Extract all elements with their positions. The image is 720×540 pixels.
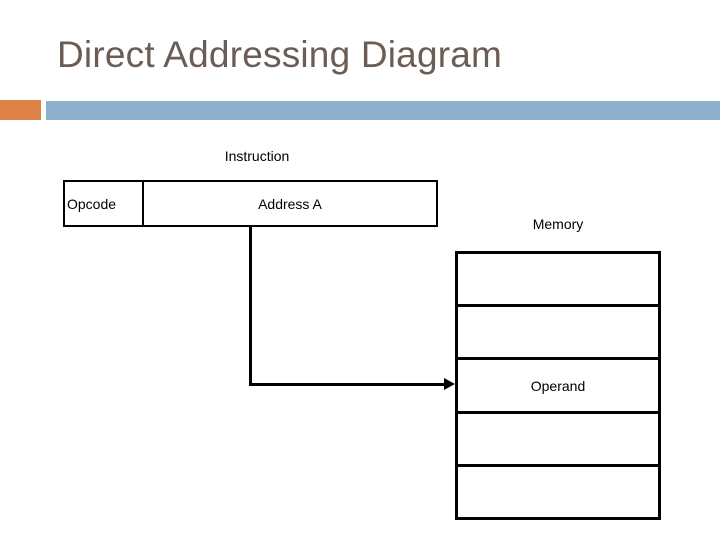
memory-cell [458,414,658,467]
memory-cell [458,307,658,361]
memory-cell [458,467,658,517]
title-accent-block [0,100,41,120]
instruction-field-opcode: Opcode [65,182,144,225]
instruction-field-opcode-label: Opcode [67,195,117,212]
connector-arrow-icon [444,378,455,390]
instruction-field-address-label: Address A [258,195,322,212]
page-title: Direct Addressing Diagram [57,34,503,75]
memory-cell-label: Operand [530,377,586,394]
instruction-caption: Instruction [224,148,290,164]
memory-box: Operand [455,251,661,520]
memory-cell [458,254,658,308]
connector-horizontal-segment [249,383,449,386]
memory-caption: Memory [532,216,584,232]
instruction-box: Opcode Address A [63,180,438,227]
connector-vertical-segment [249,227,252,386]
title-divider-bar [46,101,720,120]
memory-cell-operand: Operand [458,360,658,414]
instruction-field-address: Address A [144,182,436,225]
